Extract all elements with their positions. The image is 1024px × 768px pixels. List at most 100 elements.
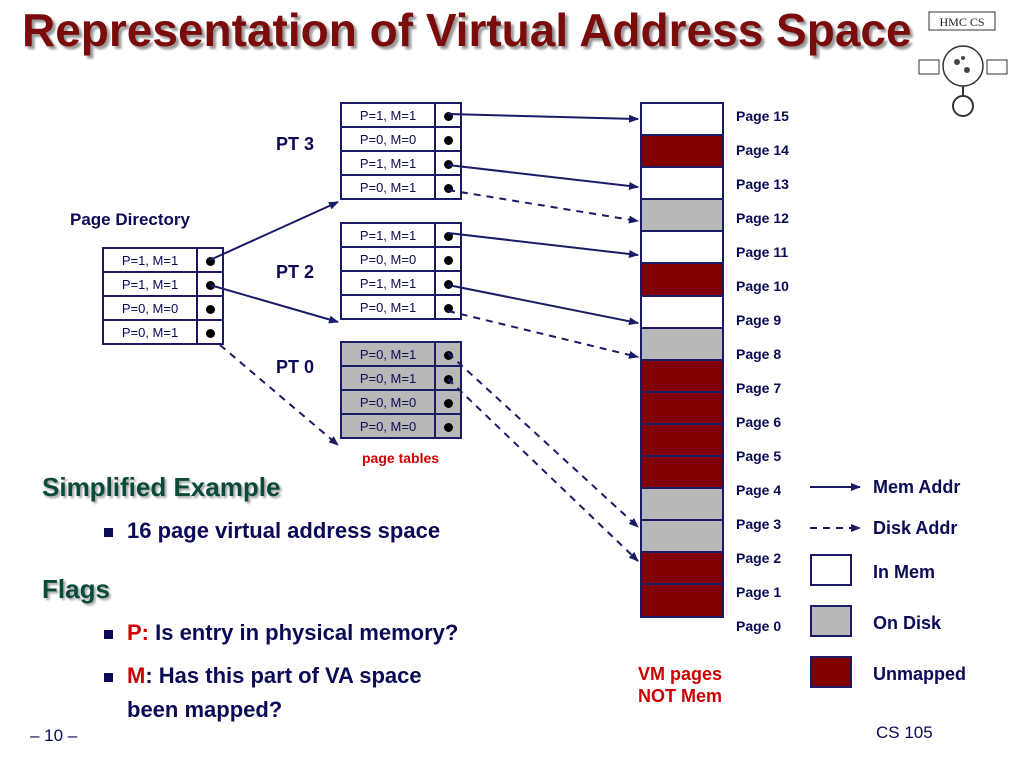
bullet-item: 16 page virtual address space: [104, 518, 440, 544]
vm-page-label: Page 1: [736, 584, 782, 600]
pt-entry: P=0, M=0: [340, 246, 436, 272]
pt0-table: P=0, M=1 P=0, M=1 P=0, M=0 P=0, M=0: [340, 341, 462, 439]
table-row: P=1, M=1: [340, 150, 462, 176]
table-row: P=0, M=0: [340, 126, 462, 152]
arrow-pd-to-pt2: [209, 284, 339, 324]
arrow-pd-to-pt0: [219, 344, 339, 446]
svg-text:HMC CS: HMC CS: [939, 15, 984, 29]
pointer-dot: [443, 159, 453, 169]
vm-page-label: Page 3: [736, 516, 782, 532]
table-row: P=1, M=1: [340, 222, 462, 248]
pointer-dot: [443, 135, 453, 145]
hmc-cs-logo: HMC CS: [915, 6, 1011, 118]
slide-title: Representation of Virtual Address Space: [22, 4, 912, 56]
pt-entry: P=0, M=1: [340, 365, 436, 391]
legend-unmapped: Unmapped: [873, 664, 967, 684]
vm-page-label: Page 10: [736, 278, 789, 294]
arrow-pt3-mem: [447, 164, 639, 190]
vm-page-label: Page 14: [736, 142, 789, 158]
pt3-label: PT 3: [276, 134, 315, 154]
pointer-dot: [443, 303, 453, 313]
vm-page-cell: [640, 294, 724, 329]
arrow-pt2-mem: [447, 232, 639, 258]
pd-entry: P=0, M=1: [102, 319, 198, 345]
pointer-dot: [205, 304, 215, 314]
pt2-table: P=1, M=1 P=0, M=0 P=1, M=1 P=0, M=1: [340, 222, 462, 320]
vm-pages-column: [640, 102, 724, 618]
pointer-dot: [443, 111, 453, 121]
vm-caption: VM pages NOT Mem: [610, 663, 750, 707]
legend-in-mem: In Mem: [873, 562, 936, 582]
table-row: P=1, M=1: [102, 271, 224, 297]
legend-unmapped-swatch: [810, 656, 852, 688]
bullet-text: 16 page virtual address space: [127, 518, 441, 543]
pointer-dot: [443, 398, 453, 408]
bullet-square: [104, 629, 113, 639]
pointer-dot: [443, 422, 453, 432]
vm-page-label: Page 5: [736, 448, 782, 464]
table-row: P=0, M=0: [340, 413, 462, 439]
vm-page-cell: [640, 198, 724, 233]
table-row: P=0, M=0: [102, 295, 224, 321]
legend-disk-addr: Disk Addr: [873, 518, 958, 538]
course-label: CS 105: [876, 723, 933, 742]
arrow-pt3-disk: [447, 189, 639, 224]
table-row: P=0, M=1: [340, 294, 462, 320]
table-row: P=1, M=1: [102, 247, 224, 273]
heading-simplified-example: Simplified Example: [42, 472, 281, 502]
pointer-dot: [443, 231, 453, 241]
pt2-label: PT 2: [276, 262, 315, 282]
vm-caption-line1: VM pages: [637, 664, 723, 684]
pt0-label: PT 0: [276, 357, 315, 377]
page-directory-table: P=1, M=1 P=1, M=1 P=0, M=0 P=0, M=1: [102, 247, 224, 345]
pointer-dot: [205, 256, 215, 266]
pt-entry: P=0, M=1: [340, 294, 436, 320]
pt-entry: P=1, M=1: [340, 102, 436, 128]
arrow-pt2-disk: [447, 310, 639, 359]
vm-page-cell: [640, 326, 724, 361]
bullet-square: [104, 672, 113, 682]
pd-entry: P=0, M=0: [102, 295, 198, 321]
vm-page-cell: [640, 455, 724, 490]
vm-page-label: Page 12: [736, 210, 789, 226]
arrow-pt0-disk: [447, 378, 639, 562]
pt-entry: P=1, M=1: [340, 222, 436, 248]
table-row: P=0, M=1: [340, 174, 462, 200]
bullet-continuation: been mapped?: [127, 697, 283, 722]
vm-page-label: Page 0: [736, 618, 782, 634]
pointer-dot: [443, 255, 453, 265]
arrow-pt2-mem: [447, 284, 639, 326]
vm-page-label: Page 2: [736, 550, 782, 566]
pt-entry: P=1, M=1: [340, 270, 436, 296]
pointer-dot: [443, 279, 453, 289]
pointer-dot: [443, 350, 453, 360]
arrow-pd-to-pt3: [209, 201, 339, 261]
flag-key-m: M: [127, 663, 146, 688]
vm-page-cell: [640, 166, 724, 201]
pointer-dot: [205, 328, 215, 338]
heading-flags: Flags: [42, 574, 110, 604]
vm-page-label: Page 9: [736, 312, 782, 328]
arrow-pt0-disk: [447, 352, 639, 528]
bullet-text: : Has this part of VA space: [145, 663, 422, 688]
pt-entry: P=1, M=1: [340, 150, 436, 176]
vm-page-cell: [640, 134, 724, 169]
legend-mem-addr: Mem Addr: [873, 477, 961, 497]
pd-entry: P=1, M=1: [102, 271, 198, 297]
pointer-dot: [443, 183, 453, 193]
table-row: P=0, M=1: [340, 365, 462, 391]
legend-on-disk: On Disk: [873, 613, 942, 633]
pt-entry: P=0, M=1: [340, 174, 436, 200]
arrow-pt3-mem: [447, 113, 639, 123]
page-tables-caption: page tables: [362, 450, 440, 466]
table-row: P=0, M=0: [340, 246, 462, 272]
vm-page-label: Page 6: [736, 414, 782, 430]
vm-page-cell: [640, 583, 724, 618]
pt-entry: P=0, M=0: [340, 389, 436, 415]
table-row: P=1, M=1: [340, 270, 462, 296]
pt-entry: P=0, M=1: [340, 341, 436, 367]
vm-caption-line2: NOT Mem: [637, 686, 722, 706]
vm-page-label: Page 11: [736, 244, 789, 260]
legend-on-disk-swatch: [810, 605, 852, 637]
